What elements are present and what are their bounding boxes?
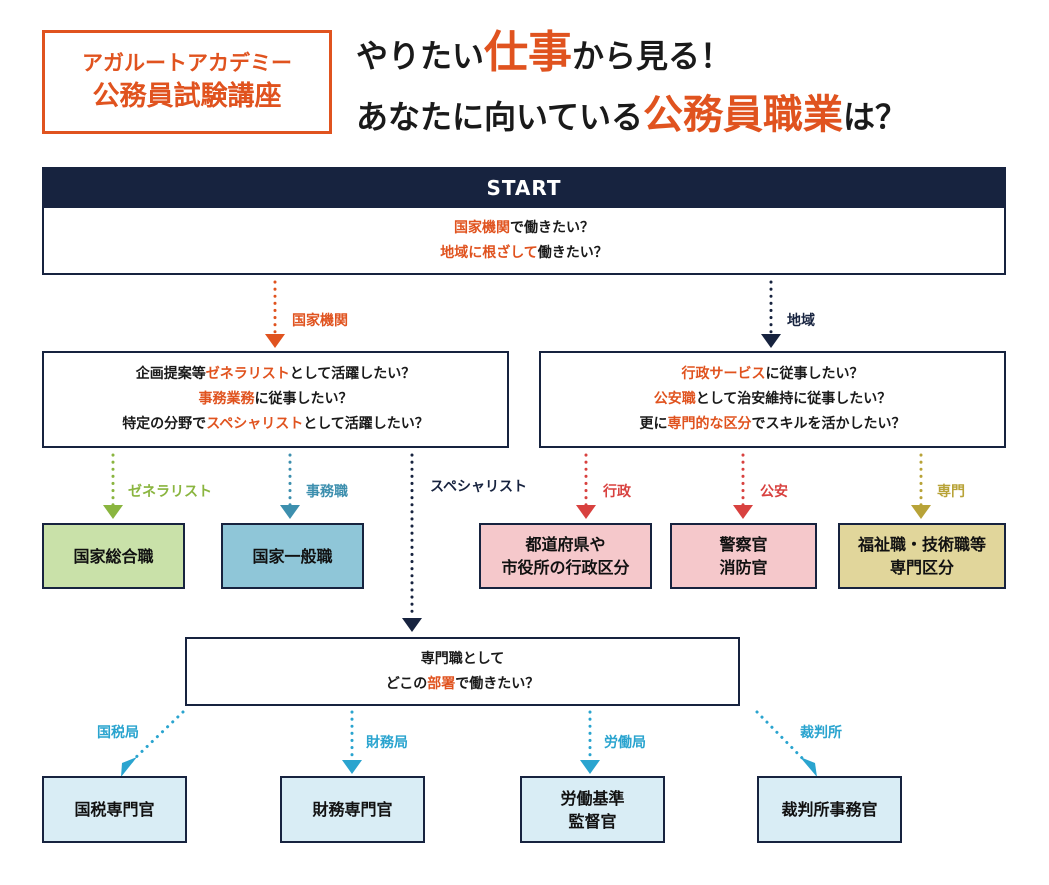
text: 働きたい？ (537, 244, 608, 261)
text: に従事したい？ (765, 366, 864, 382)
label-tax: 国税局 (97, 725, 139, 741)
headline-line-1: やりたい仕事から見る！ (356, 26, 732, 83)
arrowhead-court (800, 757, 817, 777)
question-line: どこの部署で働きたい？ (386, 672, 540, 697)
text: として活躍したい？ (303, 416, 429, 432)
headline-text: やりたい (356, 37, 485, 75)
result-koan: 警察官 消防官 (670, 523, 817, 589)
accent-text: スペシャリスト (206, 416, 304, 432)
arrowhead-clerical (280, 505, 300, 519)
result-label: 都道府県や (525, 535, 606, 554)
label-public-safety: 公安 (760, 484, 788, 500)
accent-text: ゼネラリスト (205, 366, 290, 382)
accent-text: 部署 (427, 675, 456, 692)
arrowhead-local (761, 334, 781, 348)
result-kokka-sogo: 国家総合職 (42, 523, 185, 589)
label-clerical: 事務職 (306, 484, 348, 500)
result-label: 国家一般職 (252, 546, 333, 566)
text: 更に (639, 416, 668, 432)
text: に従事したい？ (254, 391, 353, 407)
result-label: 労働基準 (560, 788, 625, 808)
text: でスキルを活かしたい？ (751, 416, 906, 432)
label-labor: 労働局 (604, 735, 646, 751)
connector-court (755, 710, 808, 764)
headline-text: から見る！ (572, 37, 733, 75)
accent-text: 国家機関 (454, 219, 510, 236)
academy-logo: アガルートアカデミー 公務員試験講座 (42, 30, 332, 134)
result-senmon: 福祉職・技術職等 専門区分 (838, 523, 1006, 589)
accent-text: 公安職 (653, 391, 696, 407)
headline-accent: 公務員職業 (643, 92, 844, 138)
start-bar: START (42, 167, 1006, 208)
question-line: 企画提案等ゼネラリストとして活躍したい？ (136, 362, 416, 387)
result-label: 国家総合職 (73, 546, 154, 566)
question-line: 事務業務に従事したい？ (199, 387, 353, 412)
result-label: 国税専門官 (74, 800, 155, 819)
arrowhead-finance (342, 760, 362, 774)
logo-line-1: アガルートアカデミー (82, 51, 292, 75)
label-local: 地域 (787, 313, 815, 329)
arrowhead-expert (911, 505, 931, 519)
label-court: 裁判所 (800, 725, 842, 741)
result-label: 市役所の行政区分 (501, 558, 630, 577)
text: 企画提案等 (135, 366, 206, 382)
arrowhead-national (265, 334, 285, 348)
result-label: 裁判所事務官 (781, 800, 878, 819)
result-label: 監督官 (568, 811, 617, 831)
question-line: 国家機関で働きたい？ (454, 216, 594, 241)
result-rodo: 労働基準 監督官 (520, 776, 665, 843)
label-expert: 専門 (937, 484, 965, 500)
logo-line-2: 公務員試験講座 (92, 81, 282, 112)
result-zaimu: 財務専門官 (280, 776, 425, 843)
headline-accent: 仕事 (484, 27, 573, 78)
question-line: 更に専門的な区分でスキルを活かしたい？ (640, 412, 906, 437)
result-gyosei: 都道府県や 市役所の行政区分 (479, 523, 652, 589)
result-saibansho: 裁判所事務官 (757, 776, 902, 843)
result-label: 警察官 (719, 535, 768, 554)
accent-text: 事務業務 (198, 391, 255, 407)
result-kokuzei: 国税専門官 (42, 776, 187, 843)
label-specialist: スペシャリスト (430, 479, 528, 495)
question-national-career: 企画提案等ゼネラリストとして活躍したい？ 事務業務に従事したい？ 特定の分野でス… (42, 351, 509, 448)
text: で働きたい？ (510, 219, 594, 236)
question-line: 行政サービスに従事したい？ (682, 362, 864, 387)
result-label: 財務専門官 (312, 800, 393, 819)
arrowhead-generalist (103, 505, 123, 519)
arrowhead-tax (121, 757, 137, 777)
accent-text: 専門的な区分 (667, 416, 752, 432)
result-label: 福祉職・技術職等 (857, 535, 986, 554)
accent-text: 行政サービス (681, 366, 766, 382)
text: 特定の分野で (122, 416, 207, 432)
arrowhead-public-safety (733, 505, 753, 519)
question-line: 公安職として治安維持に従事したい？ (654, 387, 892, 412)
text: として治安維持に従事したい？ (695, 391, 892, 407)
text: で働きたい？ (455, 675, 540, 692)
label-generalist: ゼネラリスト (128, 484, 212, 500)
headline-text: あなたに向いている (356, 98, 644, 136)
label-national: 国家機関 (292, 313, 348, 329)
question-national-or-local: 国家機関で働きたい？ 地域に根ざして働きたい？ (42, 208, 1006, 275)
accent-text: 地域に根ざして (440, 244, 538, 261)
question-local-career: 行政サービスに従事したい？ 公安職として治安維持に従事したい？ 更に専門的な区分… (539, 351, 1006, 448)
result-label: 消防官 (719, 558, 768, 577)
text: として活躍したい？ (289, 366, 416, 382)
question-line: 特定の分野でスペシャリストとして活躍したい？ (122, 412, 429, 437)
label-admin: 行政 (603, 484, 631, 500)
headline-line-2: あなたに向いている公務員職業は？ (356, 88, 907, 144)
question-line: 地域に根ざして働きたい？ (440, 241, 608, 266)
arrowhead-labor (580, 760, 600, 774)
text: どこの (385, 675, 428, 692)
label-finance: 財務局 (366, 735, 408, 751)
arrowhead-admin (576, 505, 596, 519)
headline-text: は？ (843, 98, 908, 136)
result-label: 専門区分 (889, 558, 954, 577)
arrowhead-specialist (402, 618, 422, 632)
result-kokka-ippan: 国家一般職 (221, 523, 364, 589)
question-line: 専門職として (420, 650, 505, 667)
question-specialist-department: 専門職として どこの部署で働きたい？ (185, 637, 740, 706)
